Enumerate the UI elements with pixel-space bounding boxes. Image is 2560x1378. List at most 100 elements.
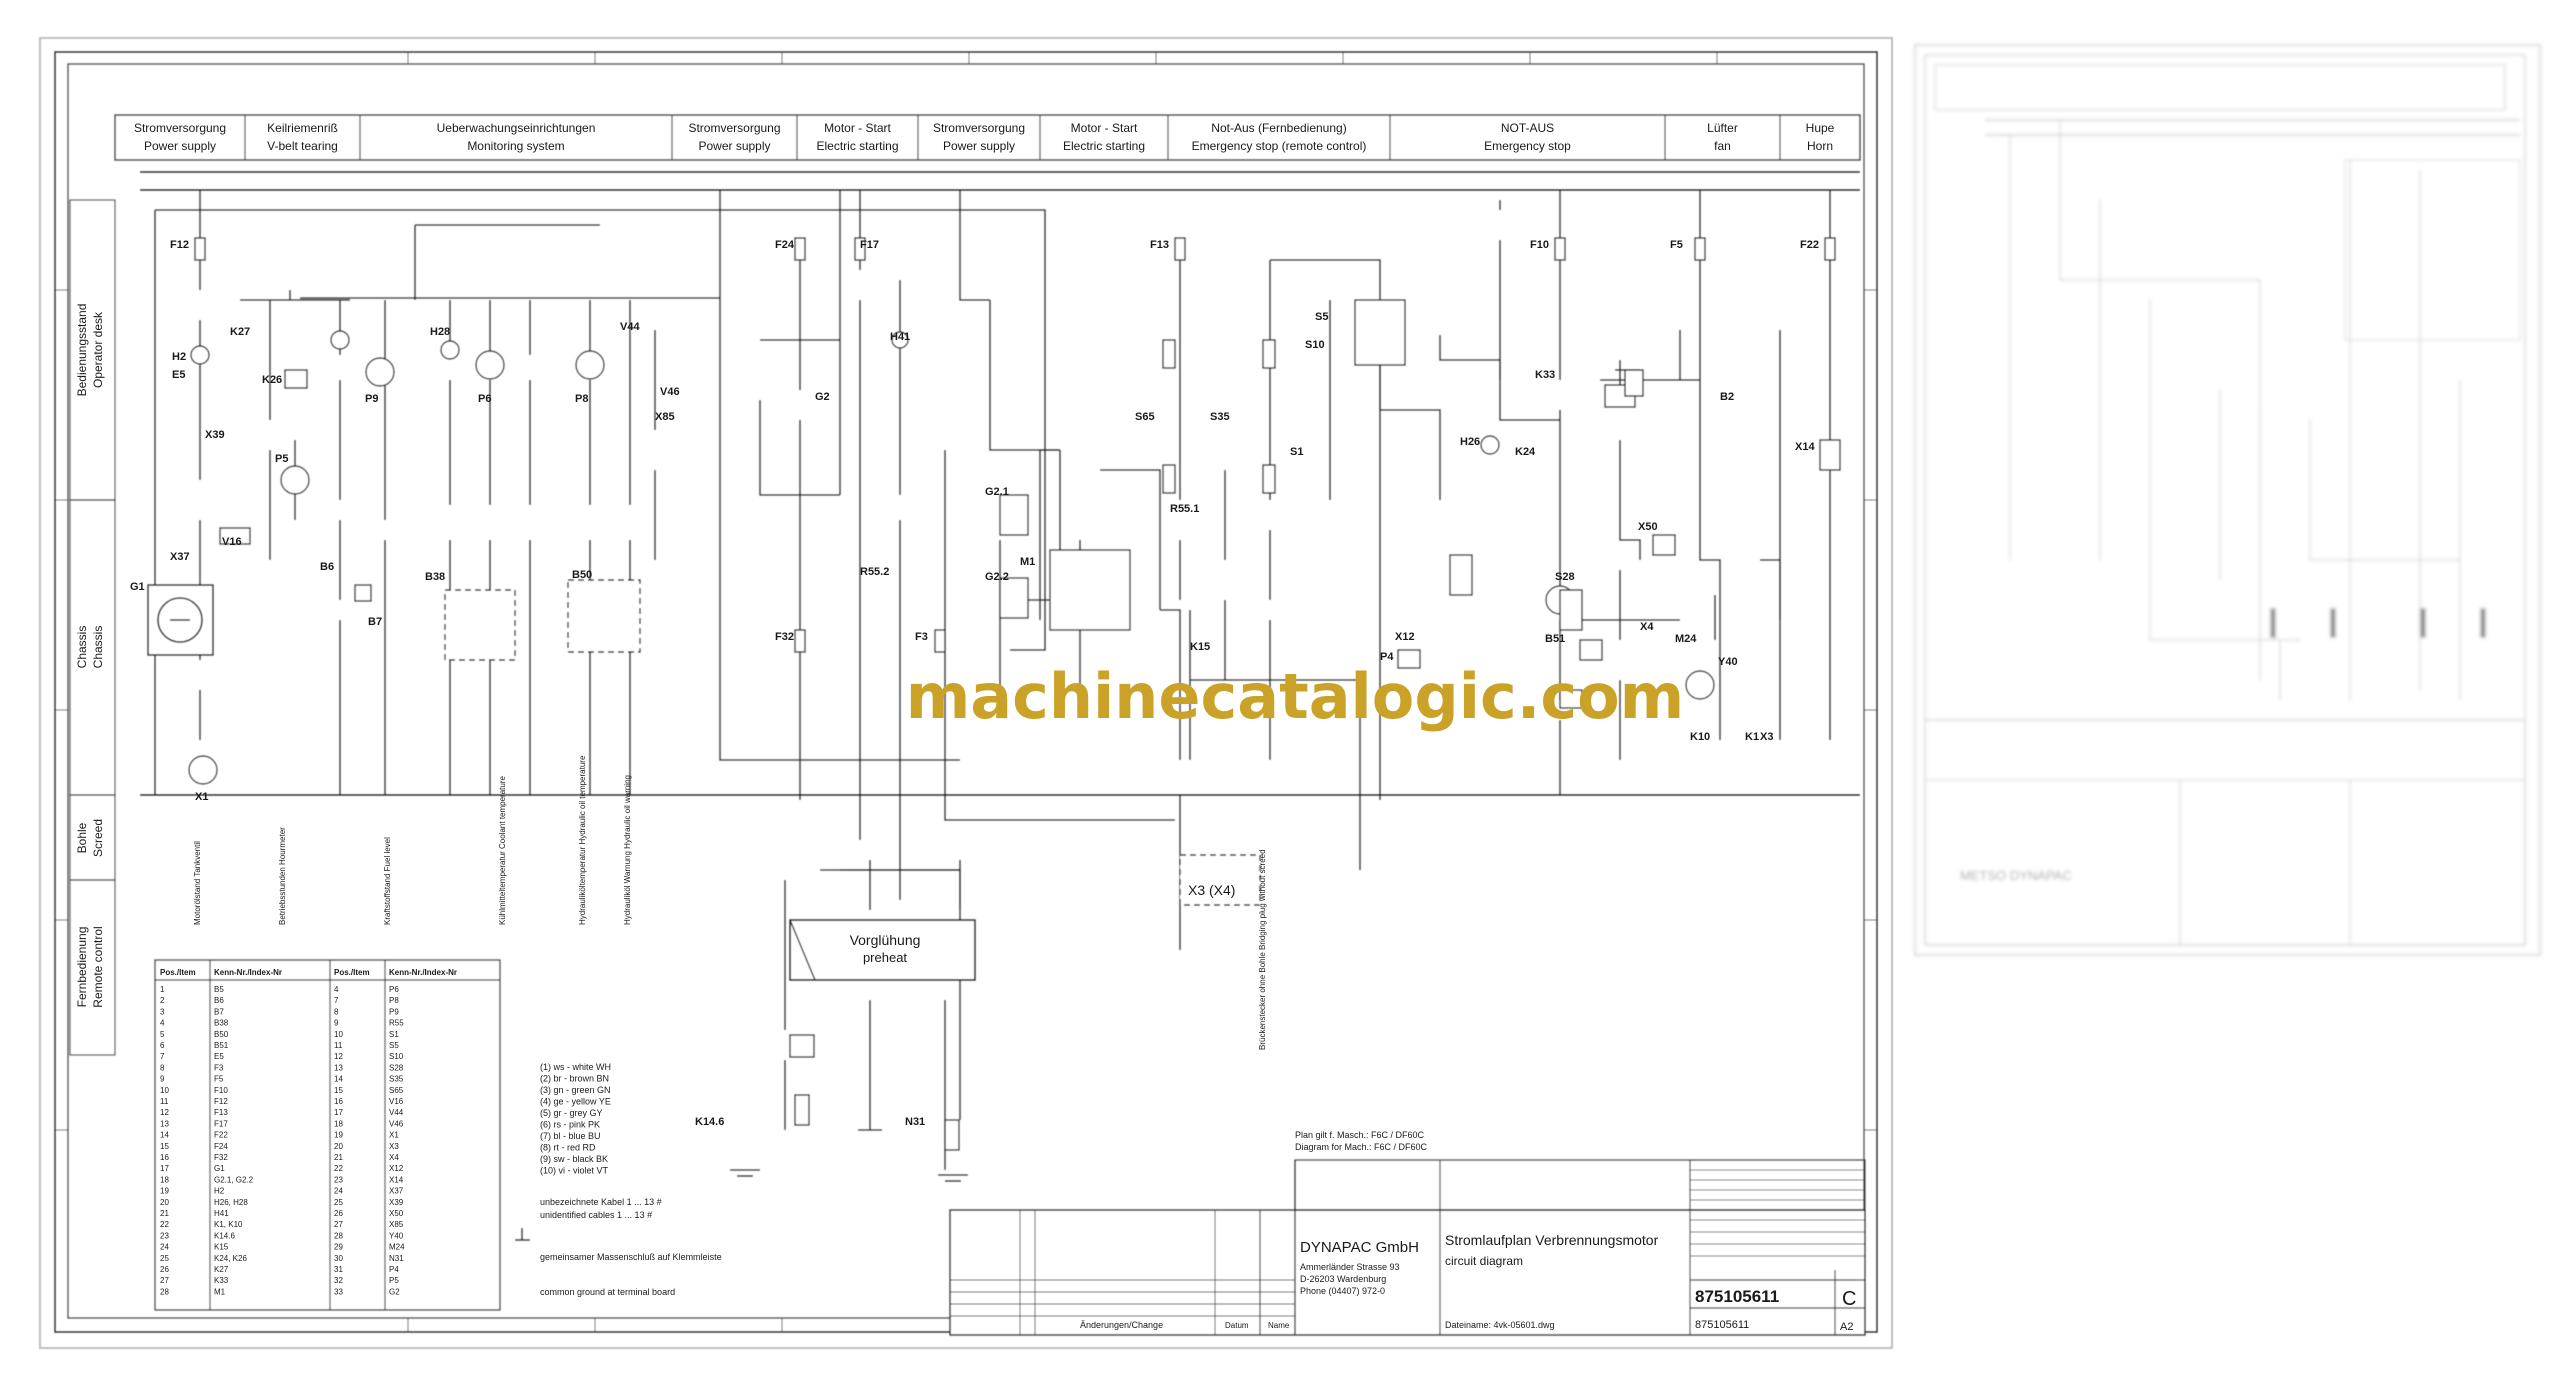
header-cell-de: Stromversorgung <box>688 121 780 135</box>
legend-cell: X37 <box>389 1187 404 1196</box>
component-label: K1 <box>1745 731 1759 743</box>
header-cell-en: fan <box>1714 139 1731 153</box>
legend-cell: P5 <box>389 1276 399 1285</box>
legend-cell: 12 <box>160 1108 169 1117</box>
component-label: K10 <box>1690 731 1710 743</box>
legend-cell: P4 <box>389 1265 399 1274</box>
preheat-module <box>789 919 976 981</box>
component-label: K14.6 <box>695 1116 724 1128</box>
legend-cell: 20 <box>334 1142 343 1151</box>
header-cell-de: Keilriemenriß <box>267 121 338 135</box>
legend-cell: X85 <box>389 1220 404 1229</box>
adjacent-sheet: METSO DYNAPAC <box>1914 44 2541 956</box>
component-label: F3 <box>915 631 928 643</box>
component-label: B51 <box>1545 633 1565 645</box>
legend-cell: 18 <box>334 1119 343 1128</box>
legend-cell: 22 <box>334 1164 343 1173</box>
component-label: S10 <box>1305 339 1325 351</box>
legend-cell: 13 <box>334 1063 343 1072</box>
component-label: H41 <box>890 331 910 343</box>
header-cell-de: Not-Aus (Fernbedienung) <box>1211 121 1346 135</box>
legend-cell: H2 <box>214 1187 225 1196</box>
legend-cell: V46 <box>389 1119 404 1128</box>
component-label: F24 <box>775 239 795 251</box>
legend-cell: B38 <box>214 1019 229 1028</box>
legend-cell: 15 <box>334 1086 343 1095</box>
bus-rails <box>140 171 1860 796</box>
legend-cell: H41 <box>214 1209 229 1218</box>
component-label: K33 <box>1535 369 1555 381</box>
legend-header: Kenn-Nr./Index-Nr <box>214 968 282 977</box>
fuses <box>194 237 1836 653</box>
rotated-note: Kühlmitteltemperatur Coolant temperature <box>498 775 507 925</box>
legend-cell: 1 <box>160 985 165 994</box>
title-block-text: DYNAPAC GmbH Ammerländer Strasse 93 D-26… <box>1080 1232 1856 1333</box>
date-header: Datum <box>1225 1321 1249 1330</box>
color-code: (2) br - brown BN <box>540 1074 609 1084</box>
component-label: P6 <box>478 393 491 405</box>
changes-label: Änderungen/Change <box>1080 1320 1163 1330</box>
component-label: F32 <box>775 631 794 643</box>
component-label: K27 <box>230 326 250 338</box>
legend-cell: M24 <box>389 1243 405 1252</box>
legend-cell: 26 <box>334 1209 343 1218</box>
legend-cell: B7 <box>214 1007 224 1016</box>
header-cell-de: Hupe <box>1806 121 1835 135</box>
rotated-note: Hydrauliköl Warnung Hydraulic oil warnin… <box>623 775 632 925</box>
battery-g1 <box>147 584 214 656</box>
component-label: B38 <box>425 571 445 583</box>
component-label: X1 <box>195 791 208 803</box>
legend-cell: 20 <box>160 1198 169 1207</box>
component-label: F12 <box>170 239 189 251</box>
legend-cell: S28 <box>389 1063 404 1072</box>
legend-cell: 17 <box>160 1164 169 1173</box>
header-cell-en: Power supply <box>943 139 1015 153</box>
color-code: (8) rt - red RD <box>540 1143 596 1153</box>
component-label: K24 <box>1515 446 1536 458</box>
legend-cell: 32 <box>334 1276 343 1285</box>
side-label-de: Fernbedienung <box>75 927 89 1008</box>
legend-cell: F12 <box>214 1097 228 1106</box>
component-label: P4 <box>1380 651 1394 663</box>
main-sheet <box>39 37 1893 1349</box>
component-label: R55.2 <box>860 566 889 578</box>
preheat-label-de: Vorglühung <box>850 932 921 948</box>
component-label: F13 <box>1150 239 1169 251</box>
legend-cell: 8 <box>160 1063 165 1072</box>
legend-cell: 30 <box>334 1254 343 1263</box>
watermark: machinecatalogic.com <box>906 660 1685 733</box>
side-label-de: Bedienungsstand <box>75 304 89 397</box>
legend-cell: F3 <box>214 1063 224 1072</box>
component-label: S1 <box>1290 446 1303 458</box>
component-label: S28 <box>1555 571 1575 583</box>
legend-cell: 10 <box>160 1086 169 1095</box>
color-code: (7) bl - blue BU <box>540 1131 601 1141</box>
plan-note-en: Diagram for Mach.: F6C / DF60C <box>1295 1142 1428 1152</box>
preheat-label-en: preheat <box>863 950 907 965</box>
component-label: X3 <box>1760 731 1773 743</box>
header-cell-de: Motor - Start <box>824 121 891 135</box>
legend-cell: 24 <box>334 1187 343 1196</box>
legend-cell: K24, K26 <box>214 1254 247 1263</box>
component-label: B6 <box>320 561 334 573</box>
legend-cell: F22 <box>214 1131 228 1140</box>
title-block <box>949 1159 1866 1336</box>
header-cell-de: Stromversorgung <box>933 121 1025 135</box>
legend-cell: 4 <box>160 1019 165 1028</box>
legend-cell: K14.6 <box>214 1231 235 1240</box>
legend-cell: 25 <box>334 1198 343 1207</box>
legend-cell: 12 <box>334 1052 343 1061</box>
header-cell-de: Lüfter <box>1707 121 1738 135</box>
header-cell-en: Emergency stop <box>1484 139 1571 153</box>
legend-cell: 3 <box>160 1007 165 1016</box>
component-label: F10 <box>1530 239 1549 251</box>
legend-cell: S10 <box>389 1052 404 1061</box>
legend-cell: G2 <box>389 1287 400 1296</box>
legend-cell: F32 <box>214 1153 228 1162</box>
rotated-note: Brückenstecker ohne Bohle Bridging plug … <box>1258 849 1267 1050</box>
legend-cell: 11 <box>334 1041 343 1050</box>
side-label-en: Remote control <box>91 926 105 1007</box>
header-cell-en: Power supply <box>698 139 770 153</box>
